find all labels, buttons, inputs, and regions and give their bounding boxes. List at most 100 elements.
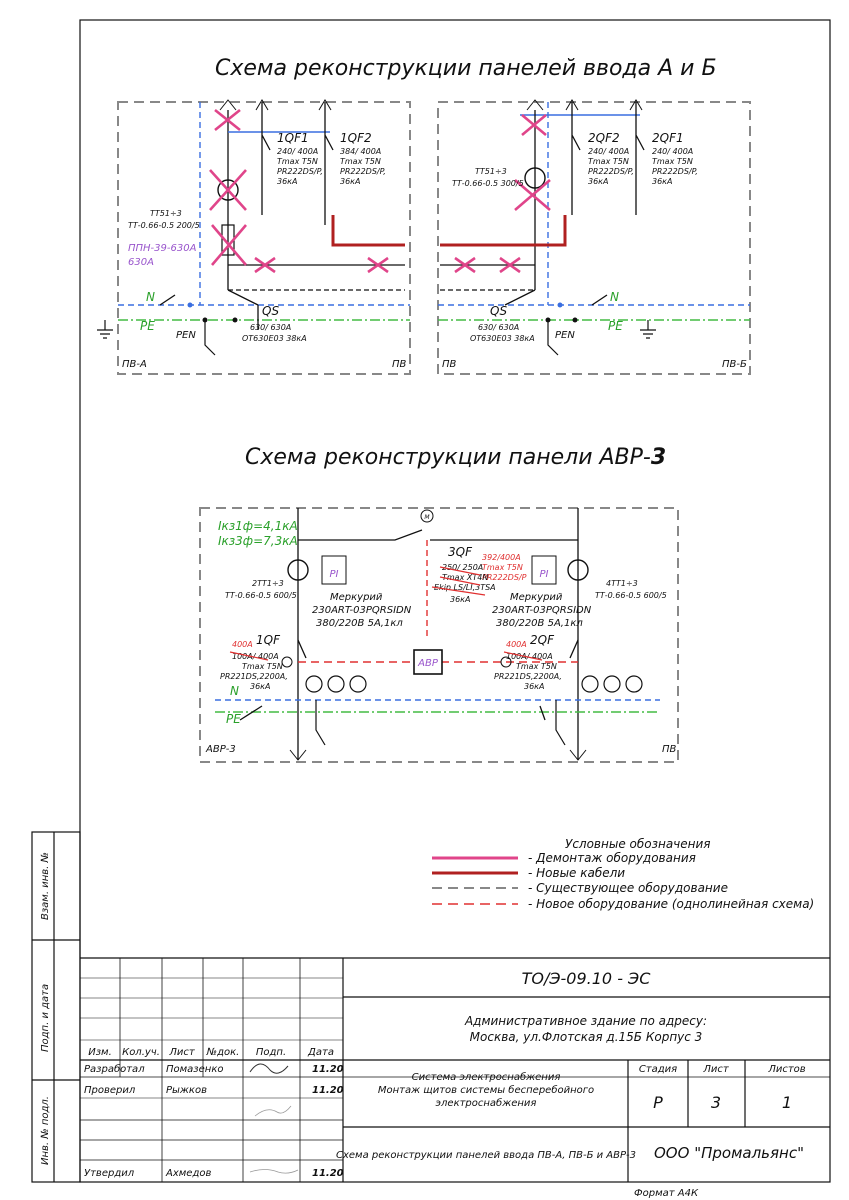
avr-pi-right: PI <box>540 569 549 580</box>
avr-meter-left-model: 230ART-03PQRSIDN <box>312 605 412 616</box>
stamp-header-sheets: Листов <box>767 1064 805 1075</box>
stamp-header-ndok: №док. <box>206 1047 240 1058</box>
stamp-address-line1: Административное здание по адресу: <box>464 1014 707 1028</box>
legend: Условные обозначения - Демонтаж оборудов… <box>432 837 814 911</box>
b-qf1-ka: 36кА <box>652 177 672 186</box>
panel-a-border <box>117 101 411 375</box>
avr-qf3-name: 3QF <box>448 545 473 559</box>
b-qf1-type: Tmax T5N <box>652 157 693 166</box>
side-label-signature-date: Подп. и дата <box>40 984 51 1052</box>
avr-qf2-trip: PR221DS,2200А, <box>494 672 562 681</box>
stamp-name-developer: Помазенко <box>166 1064 223 1075</box>
a-qf2-type: Tmax T5N <box>340 157 381 166</box>
avr-qf1-type: Tmax T5N <box>242 662 283 671</box>
avr-qf1-name: 1QF <box>256 633 281 647</box>
stamp-system-line1: Система электроснабжения <box>412 1071 561 1083</box>
panel-b: 2QF2 240/ 400А Tmax T5N PR222DS/P, 36кА … <box>437 99 751 375</box>
legend-item-new-cables: - Новые кабели <box>528 866 625 880</box>
a-qs-rating: 630/ 630А <box>250 323 291 332</box>
a-tt-type: ТТ-0.66-0.5 200/5 <box>128 221 200 230</box>
stamp-system-line3: электроснабжения <box>436 1097 537 1109</box>
stamp-stage-value: Р <box>653 1093 663 1112</box>
legend-item-new: - Новое оборудование (однолинейная схема… <box>528 897 814 911</box>
avr-meter-right-model: 230ART-03PQRSIDN <box>492 605 592 616</box>
a-pen-label: PEN <box>176 330 196 341</box>
avr-tt-left-name: 2ТТ1÷3 <box>252 579 284 588</box>
avr-border <box>199 507 679 763</box>
avr-qf3-old-rating: 250/ 250А <box>442 563 483 572</box>
b-pen-label: PEN <box>555 330 575 341</box>
stamp-date-checker: 11.20 <box>312 1085 344 1096</box>
title-block-grid <box>80 957 830 1182</box>
a-qf2-name: 1QF2 <box>340 131 372 145</box>
stamp-system-line2: Монтаж щитов системы бесперебойного <box>378 1084 594 1096</box>
b-qf1-name: 2QF1 <box>652 131 684 145</box>
stamp-header-podp: Подп. <box>256 1047 286 1058</box>
b-qs-name: QS <box>490 304 507 318</box>
side-strip <box>31 831 81 1183</box>
avr-qf3-new-type: Tmax T5N <box>482 563 523 572</box>
avr-qf3-old-trip: Ekip LS/LI,3TSA <box>434 583 496 592</box>
a-qf1-rating: 240/ 400А <box>277 147 318 156</box>
avr-qf3-new-rating: 392/400А <box>482 553 521 562</box>
a-qf2-trip: PR222DS/P, <box>340 167 386 176</box>
title-panels-ab: Схема реконструкции панелей ввода А и Б <box>215 56 717 81</box>
stamp-header-kol: Кол.уч. <box>122 1047 160 1058</box>
stamp-format: Формат А4К <box>634 1188 699 1199</box>
avr-qf2-ka: 36кА <box>524 682 544 691</box>
stamp-header-sheet: Лист <box>702 1064 730 1075</box>
b-tt-type: ТТ-0.66-0.5 300/5 <box>452 179 524 188</box>
stamp-header-data: Дата <box>307 1047 334 1058</box>
b-qf1-rating: 240/ 400А <box>652 147 693 156</box>
avr-qf1-new-rating: 400А <box>232 640 253 649</box>
stamp-sheet-value: 3 <box>711 1093 721 1112</box>
a-fuse-rating: 630А <box>128 257 154 268</box>
b-qs-rating: 630/ 630А <box>478 323 519 332</box>
avr-qf1-old-rating: 100А/ 400А <box>232 652 279 661</box>
avr-qf2-old-rating: 100А/ 400А <box>506 652 553 661</box>
a-qf2-rating: 384/ 400А <box>340 147 381 156</box>
stamp-company: ООО "Промальянс" <box>654 1144 804 1162</box>
sheet-frame <box>79 19 831 1183</box>
avr-tt-right-type: ТТ-0.66-0.5 600/5 <box>595 591 667 600</box>
a-corner-right: ПВ <box>392 359 407 370</box>
a-qf2-ka: 36кА <box>340 177 360 186</box>
legend-item-demolition: - Демонтаж оборудования <box>528 851 696 865</box>
avr-corner-left: АВР-3 <box>205 744 236 755</box>
title-avr-number: 3 <box>651 445 666 470</box>
a-n-label: N <box>146 290 155 304</box>
b-qf2-name: 2QF2 <box>588 131 620 145</box>
b-qs-type: ОТ630Е03 38кА <box>470 334 535 343</box>
b-pe-label: PE <box>608 319 623 333</box>
avr-qf1-ka: 36кА <box>250 682 270 691</box>
signature-approver <box>249 1169 299 1174</box>
panel-avr: Iкз1ф=4,1кА Iкз3ф=7,3кА 2ТТ1÷3 ТТ-0.66-0… <box>199 507 679 763</box>
avr-qf2-type: Tmax T5N <box>516 662 557 671</box>
avr-ik1: Iкз1ф=4,1кА <box>218 519 298 533</box>
legend-item-existing: - Существующее оборудование <box>528 881 728 895</box>
stamp-role-approver: Утвердил <box>84 1168 135 1179</box>
a-corner-left: ПВ-А <box>122 359 147 370</box>
b-tt-name: ТТ51÷3 <box>475 167 507 176</box>
b-qf2-ka: 36кА <box>588 177 608 186</box>
avr-meter-right-name: Меркурий <box>510 592 563 603</box>
avr-ik3: Iкз3ф=7,3кА <box>218 534 298 548</box>
avr-meter-left-spec: 380/220В 5А,1кл <box>316 618 403 629</box>
b-qf2-type: Tmax T5N <box>588 157 629 166</box>
b-corner-left: ПВ <box>442 359 457 370</box>
avr-qf2-new-rating: 400А <box>506 640 527 649</box>
signature-checker <box>254 1105 292 1117</box>
avr-box-label: АВР <box>417 658 439 669</box>
stamp-header-list: Лист <box>168 1047 196 1058</box>
stamp-sheet-title: Схема реконструкции панелей ввода ПВ-А, … <box>336 1150 636 1161</box>
a-qs-type: ОТ630Е03 38кА <box>242 334 307 343</box>
avr-qf1-trip: PR221DS,2200А, <box>220 672 288 681</box>
stamp-date-developer: 11.20 <box>312 1064 344 1075</box>
b-qf2-rating: 240/ 400А <box>588 147 629 156</box>
avr-n-label: N <box>230 684 239 698</box>
panel-a: 1QF1 240/ 400А Tmax T5N PR222DS/P, 36кА … <box>97 99 411 375</box>
stamp-name-approver: Ахмедов <box>165 1168 211 1179</box>
title-panel-avr: Схема реконструкции панели АВР-3 <box>245 445 666 470</box>
stamp-document-code: ТО/Э-09.10 - ЭС <box>522 969 652 988</box>
